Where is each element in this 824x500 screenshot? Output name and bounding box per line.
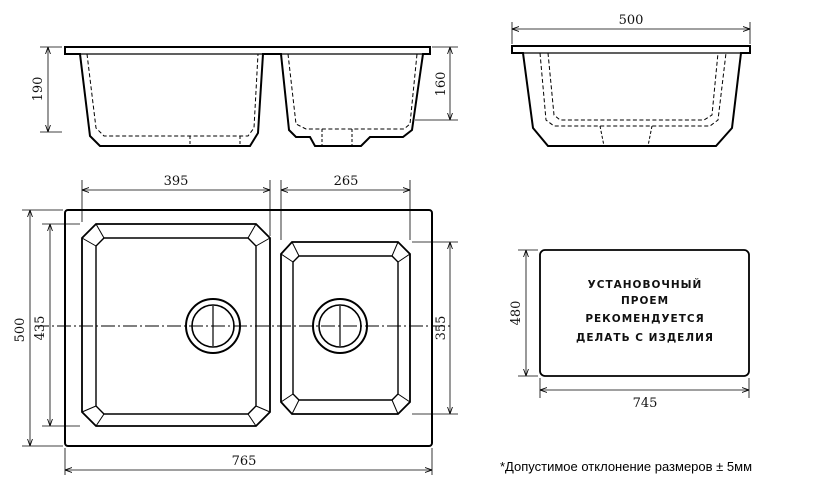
dim-side-height-left-label: 190 [31, 77, 46, 102]
dim-overall-width [64, 448, 433, 475]
dim-small-bowl-depth-label: 355 [434, 316, 449, 341]
end-view-inner-dashed [539, 52, 727, 127]
dim-big-bowl-width [81, 180, 271, 236]
top-view-outline [64, 209, 433, 447]
side-view-outline [64, 46, 431, 147]
tolerance-footnote: *Допустимое отклонение размеров ± 5мм [500, 459, 752, 474]
cutout-template [539, 249, 750, 377]
dim-end-width [511, 22, 751, 44]
small-bowl-inner [292, 255, 399, 401]
dim-small-bowl-depth [412, 241, 458, 415]
dim-cutout-width [539, 378, 750, 398]
dim-cutout-height-label: 480 [509, 301, 524, 326]
dim-end-width-label: 500 [619, 13, 644, 28]
top-view [35, 209, 450, 447]
dim-big-bowl-depth [42, 223, 80, 427]
dim-small-bowl-width [280, 180, 411, 240]
dim-overall-depth-label: 500 [13, 318, 28, 343]
dim-cutout-height [518, 249, 538, 377]
dim-big-bowl-width-label: 395 [164, 174, 189, 189]
big-bowl-outer [81, 223, 271, 427]
cutout-note-line-3: РЕКОМЕНДУЕТСЯ [585, 313, 704, 325]
cutout-note-line-4: ДЕЛАТЬ С ИЗДЕЛИЯ [576, 332, 714, 344]
small-bowl-outer [280, 241, 411, 415]
dim-overall-width-label: 765 [232, 454, 257, 469]
dim-small-bowl-width-label: 265 [334, 174, 359, 189]
side-view-inner-dashed [86, 53, 418, 137]
dim-side-height-left [40, 46, 62, 133]
dim-side-height-right [415, 46, 458, 121]
cutout-note-line-1: УСТАНОВОЧНЫЙ [588, 278, 703, 291]
dim-side-height-right-label: 160 [434, 72, 449, 97]
dim-cutout-width-label: 745 [633, 396, 658, 411]
side-view [64, 46, 431, 147]
dim-overall-depth [22, 209, 63, 447]
end-view [511, 45, 751, 147]
dim-big-bowl-depth-label: 435 [33, 316, 48, 341]
cutout-note-line-2: ПРОЕМ [621, 295, 669, 307]
